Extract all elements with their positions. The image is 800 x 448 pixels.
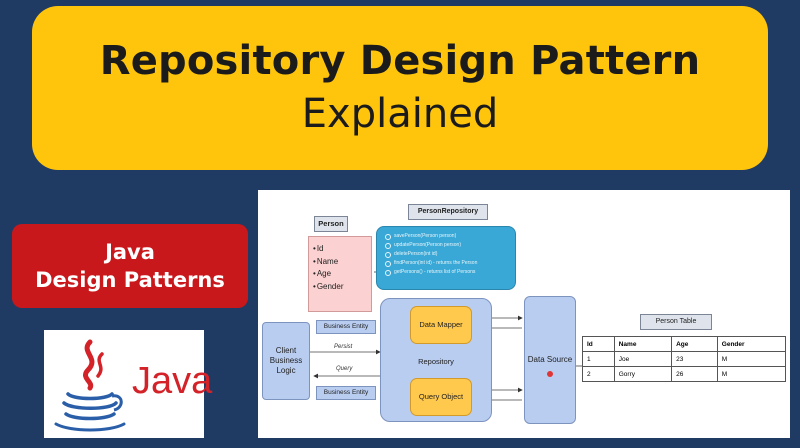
title-banner: Repository Design Pattern Explained <box>32 6 768 170</box>
column-header: Id <box>582 336 615 352</box>
person-table-header: Id Name Age Gender <box>582 336 787 352</box>
repository-method: updatePerson(Person person) <box>385 241 507 250</box>
repository-label: Repository <box>418 357 454 366</box>
person-table: Id Name Age Gender 1 Joe 23 M 2 Gorry 26… <box>582 336 787 382</box>
table-cell: Joe <box>613 351 673 367</box>
person-class-label: Person <box>314 216 348 232</box>
table-cell: 2 <box>582 366 615 382</box>
person-field: Name <box>313 256 367 269</box>
column-header: Age <box>671 336 718 352</box>
title-line-2: Explained <box>301 91 499 137</box>
person-field: Gender <box>313 281 367 294</box>
repository-method: deletePerson(int id) <box>385 250 507 259</box>
query-label: Query <box>336 366 353 372</box>
repository-diagram: Person Id Name Age Gender PersonReposito… <box>258 190 790 438</box>
client-business-logic-box: Client Business Logic <box>262 322 310 400</box>
data-source-label: Data Source <box>527 355 573 364</box>
persist-label: Persist <box>334 344 353 350</box>
column-header: Gender <box>716 336 787 352</box>
data-source-dot <box>547 371 553 377</box>
table-cell: 26 <box>671 366 718 382</box>
data-mapper-box: Data Mapper <box>410 306 472 344</box>
table-cell: M <box>716 366 787 382</box>
java-coffee-cup-icon <box>54 339 126 432</box>
repository-method: savePerson(Person person) <box>385 232 507 241</box>
business-entity-top: Business Entity <box>316 320 376 334</box>
business-entity-bottom: Business Entity <box>316 386 376 400</box>
badge-line-1: Java <box>105 240 155 264</box>
repository-method: findPerson(int id) - returns the Person <box>385 259 507 268</box>
badge-line-2: Design Patterns <box>35 268 225 292</box>
person-field: Age <box>313 268 367 281</box>
table-cell: M <box>716 351 787 367</box>
person-repository-label: PersonRepository <box>408 204 488 220</box>
table-row: 1 Joe 23 M <box>582 351 787 367</box>
person-repository-methods: savePerson(Person person) updatePerson(P… <box>376 226 516 290</box>
java-design-patterns-badge: Java Design Patterns <box>12 224 248 308</box>
table-cell: 23 <box>671 351 718 367</box>
title-line-1: Repository Design Pattern <box>99 38 701 84</box>
table-row: 2 Gorry 26 M <box>582 366 787 382</box>
java-logo: Java <box>44 330 212 438</box>
table-cell: 1 <box>582 351 615 367</box>
java-logo-text: Java <box>132 360 213 402</box>
person-field: Id <box>313 243 367 256</box>
repository-method: getPersons() - returns list of Persons <box>385 268 507 277</box>
person-fields-box: Id Name Age Gender <box>308 236 372 312</box>
table-cell: Gorry <box>613 366 673 382</box>
column-header: Name <box>613 336 673 352</box>
data-source-box: Data Source <box>524 296 576 424</box>
query-object-box: Query Object <box>410 378 472 416</box>
person-table-label: Person Table <box>640 314 712 330</box>
